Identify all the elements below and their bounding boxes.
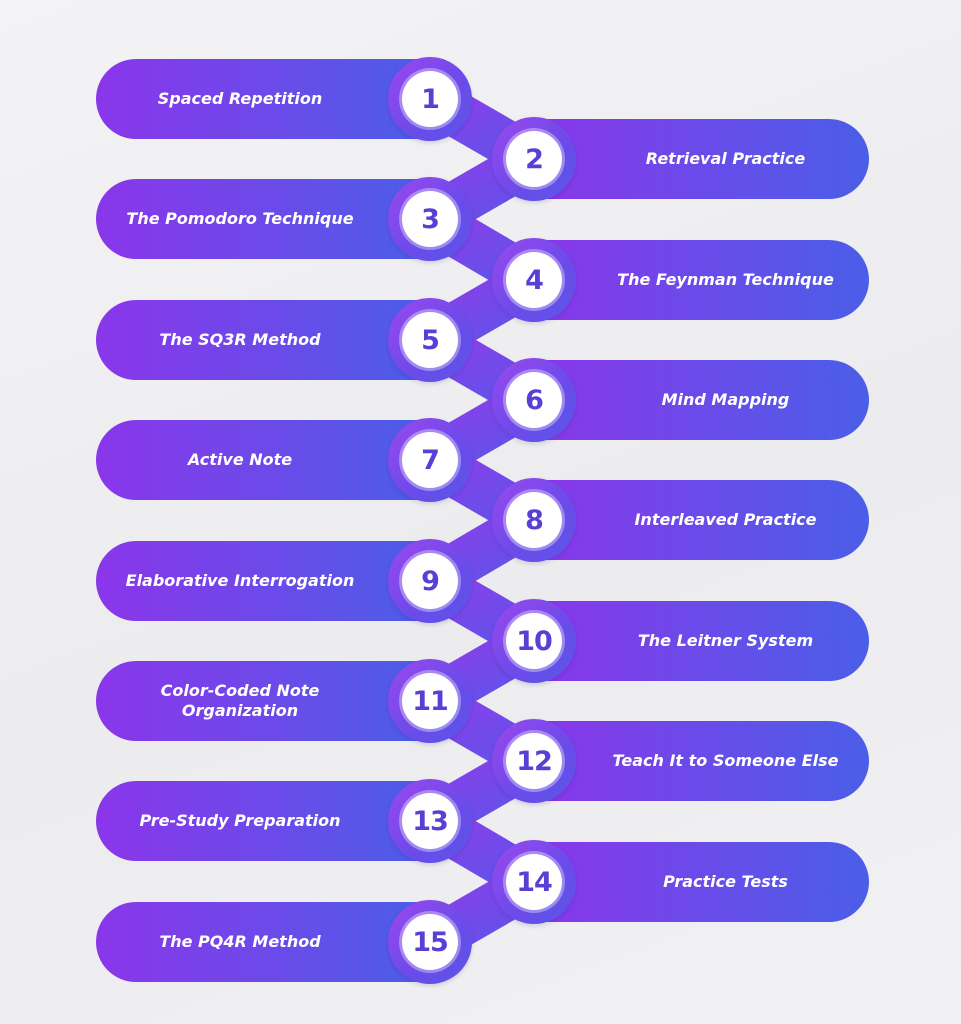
step-2-number: 2 <box>525 143 544 175</box>
step-10-number: 10 <box>516 625 553 657</box>
step-6-badge-center: 6 <box>506 372 562 428</box>
step-15-badge: 15 <box>388 900 472 984</box>
step-9-badge-center: 9 <box>402 553 458 609</box>
step-12-pill: Teach It to Someone Else <box>534 721 869 801</box>
step-5-pill: The SQ3R Method <box>96 300 428 380</box>
step-11-pill: Color-Coded Note Organization <box>96 661 428 741</box>
step-11-label: Color-Coded Note Organization <box>160 681 320 720</box>
step-6-pill: Mind Mapping <box>534 360 869 440</box>
step-13-pill: Pre-Study Preparation <box>96 781 428 861</box>
step-12-label: Teach It to Someone Else <box>612 751 839 770</box>
step-8-number: 8 <box>525 504 544 536</box>
step-13-badge-center: 13 <box>402 793 458 849</box>
step-7-label: Active Note <box>187 450 293 469</box>
step-4-number: 4 <box>525 264 544 296</box>
step-9-label: Elaborative Interrogation <box>125 571 355 590</box>
step-2-badge-center: 2 <box>506 131 562 187</box>
step-3-number: 3 <box>421 203 440 235</box>
step-9-pill: Elaborative Interrogation <box>96 541 428 621</box>
step-1-number: 1 <box>421 83 440 115</box>
step-5-badge: 5 <box>388 298 472 382</box>
step-3-badge-center: 3 <box>402 191 458 247</box>
step-6-number: 6 <box>525 384 544 416</box>
step-5-label: The SQ3R Method <box>159 330 321 349</box>
step-12-number: 12 <box>516 745 553 777</box>
step-6-badge: 6 <box>492 358 576 442</box>
step-2-label: Retrieval Practice <box>645 149 806 168</box>
step-14-number: 14 <box>516 866 553 898</box>
step-14-badge: 14 <box>492 840 576 924</box>
step-14-pill: Practice Tests <box>534 842 869 922</box>
step-2-pill: Retrieval Practice <box>534 119 869 199</box>
step-10-label: The Leitner System <box>637 631 814 650</box>
step-9-number: 9 <box>421 565 440 597</box>
step-13-badge: 13 <box>388 779 472 863</box>
step-15-label: The PQ4R Method <box>159 932 321 951</box>
step-1-badge-center: 1 <box>402 71 458 127</box>
step-11-badge-center: 11 <box>402 673 458 729</box>
step-8-badge-center: 8 <box>506 492 562 548</box>
step-1-pill: Spaced Repetition <box>96 59 428 139</box>
step-10-badge: 10 <box>492 599 576 683</box>
step-4-pill: The Feynman Technique <box>534 240 869 320</box>
step-7-badge: 7 <box>388 418 472 502</box>
step-4-badge-center: 4 <box>506 252 562 308</box>
step-3-pill: The Pomodoro Technique <box>96 179 428 259</box>
step-15-number: 15 <box>412 926 449 958</box>
step-5-badge-center: 5 <box>402 312 458 368</box>
step-2-badge: 2 <box>492 117 576 201</box>
step-6-label: Mind Mapping <box>661 390 790 409</box>
step-12-badge: 12 <box>492 719 576 803</box>
step-7-pill: Active Note <box>96 420 428 500</box>
step-14-label: Practice Tests <box>663 872 788 891</box>
step-8-pill: Interleaved Practice <box>534 480 869 560</box>
step-8-badge: 8 <box>492 478 576 562</box>
step-13-number: 13 <box>412 805 449 837</box>
step-15-pill: The PQ4R Method <box>96 902 428 982</box>
step-11-badge: 11 <box>388 659 472 743</box>
step-10-badge-center: 10 <box>506 613 562 669</box>
step-14-badge-center: 14 <box>506 854 562 910</box>
step-12-badge-center: 12 <box>506 733 562 789</box>
step-3-label: The Pomodoro Technique <box>126 209 354 228</box>
step-3-badge: 3 <box>388 177 472 261</box>
step-7-badge-center: 7 <box>402 432 458 488</box>
step-13-label: Pre-Study Preparation <box>139 811 341 830</box>
step-10-pill: The Leitner System <box>534 601 869 681</box>
step-9-badge: 9 <box>388 539 472 623</box>
step-8-label: Interleaved Practice <box>634 510 817 529</box>
step-1-badge: 1 <box>388 57 472 141</box>
step-11-number: 11 <box>412 685 449 717</box>
step-7-number: 7 <box>421 444 440 476</box>
step-4-label: The Feynman Technique <box>617 270 834 289</box>
step-15-badge-center: 15 <box>402 914 458 970</box>
step-5-number: 5 <box>421 324 440 356</box>
step-4-badge: 4 <box>492 238 576 322</box>
step-1-label: Spaced Repetition <box>157 89 323 108</box>
